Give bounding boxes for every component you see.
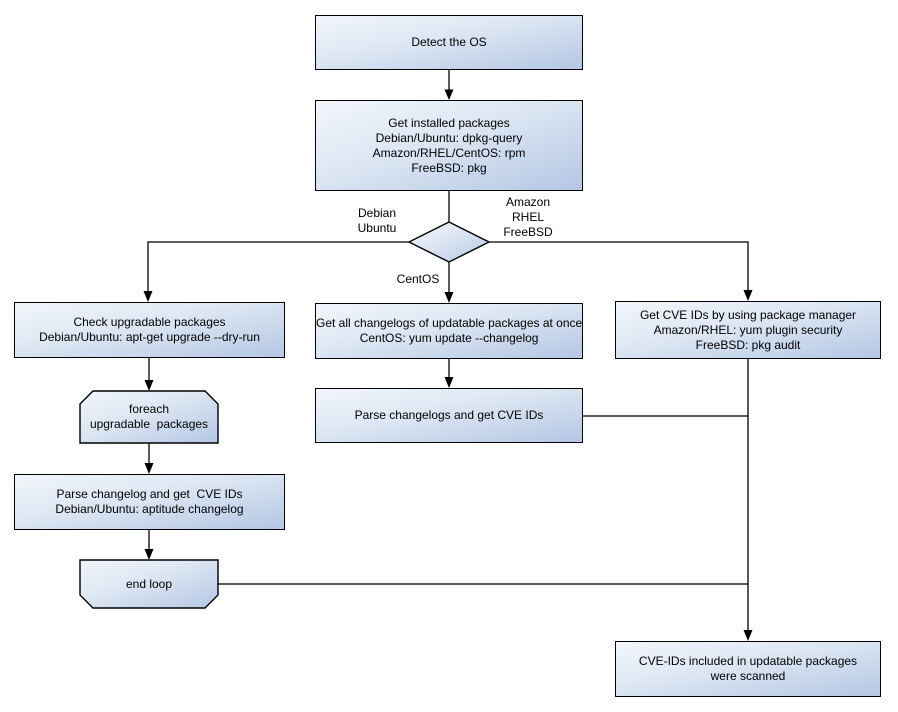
os-decision-diamond [407,221,491,263]
arrowhead-icon [144,463,154,474]
arrowhead-icon [743,630,753,641]
edge-label-debian-ubuntu: Debian Ubuntu [337,206,417,236]
arrowhead-icon [144,380,154,391]
node-parse-changelogs-centos: Parse changelogs and get CVE IDs [315,388,583,443]
edge-label-amazon-rhel-freebsd: Amazon RHEL FreeBSD [488,195,568,240]
node-detect-os: Detect the OS [315,15,583,70]
node-foreach-loop-start-label: foreach upgradable packages [89,402,209,431]
node-end-loop-label: end loop [125,576,173,591]
node-check-upgradable-packages: Check upgradable packages Debian/Ubuntu:… [14,302,285,358]
node-get-cve-ids-package-manager-label: Get CVE IDs by using package manager Ama… [639,307,857,352]
node-cve-ids-scanned: CVE-IDs included in updatable packages w… [615,641,881,697]
end-loop-shape [79,559,219,609]
node-parse-changelog-debian: Parse changelog and get CVE IDs Debian/U… [14,474,285,530]
edge-label-debian-ubuntu-text: Debian Ubuntu [357,206,397,235]
node-parse-changelog-debian-label: Parse changelog and get CVE IDs Debian/U… [55,487,244,516]
arrowhead-icon [144,549,154,560]
node-get-installed-packages: Get installed packages Debian/Ubuntu: dp… [315,100,583,191]
node-get-all-changelogs: Get all changelogs of updatable packages… [315,303,583,359]
arrowhead-icon [743,290,753,301]
foreach-loop-start-shape [79,390,219,444]
arrowhead-icon [143,291,153,302]
edge-label-centos-text: CentOS [396,272,440,286]
node-parse-changelogs-centos-label: Parse changelogs and get CVE IDs [354,408,544,422]
edge-decision-to-check-upgradable [147,241,409,292]
node-check-upgradable-packages-label: Check upgradable packages Debian/Ubuntu:… [39,315,260,344]
node-get-cve-ids-package-manager: Get CVE IDs by using package manager Ama… [615,301,881,359]
edge-label-centos: CentOS [378,272,458,287]
node-get-installed-packages-label: Get installed packages Debian/Ubuntu: dp… [372,115,526,175]
node-end-loop: end loop [80,560,218,608]
arrowhead-icon [444,377,454,388]
node-foreach-loop-start: foreach upgradable packages [80,391,218,443]
node-get-all-changelogs-label: Get all changelogs of updatable packages… [316,316,583,345]
edge-label-amazon-rhel-freebsd-text: Amazon RHEL FreeBSD [503,195,553,239]
node-cve-ids-scanned-label: CVE-IDs included in updatable packages w… [638,654,858,683]
arrowhead-icon [444,292,454,303]
arrowhead-icon [444,89,454,100]
edge-decision-to-get-cve-ids [489,241,749,291]
node-detect-os-label: Detect the OS [411,35,487,49]
